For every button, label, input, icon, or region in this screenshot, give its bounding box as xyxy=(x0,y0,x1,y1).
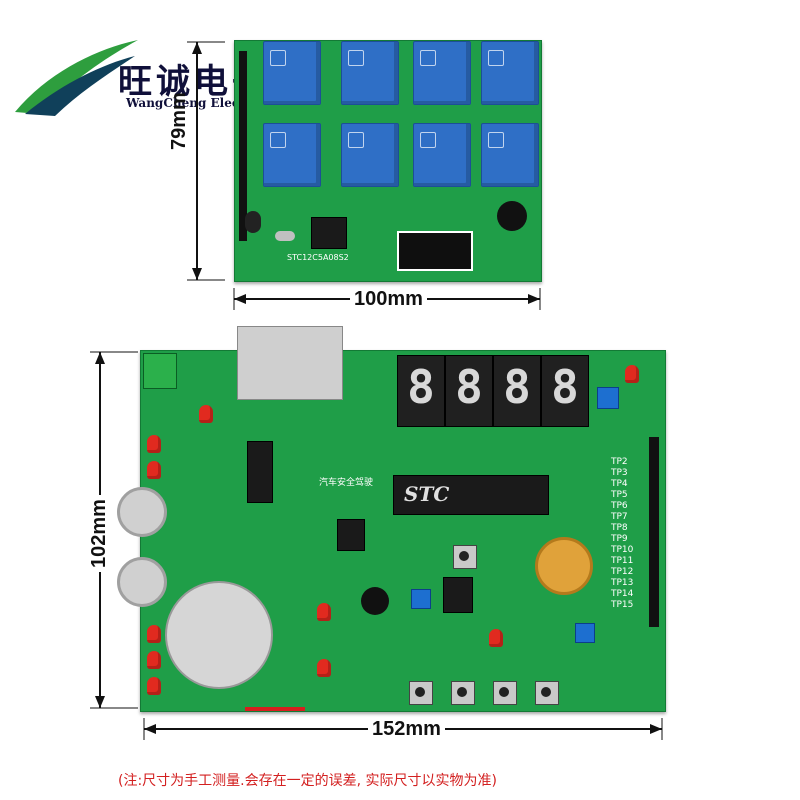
relay-3 xyxy=(413,41,471,105)
testpoint-label: TP9 xyxy=(611,534,628,544)
led-5 xyxy=(317,603,331,621)
led-12 xyxy=(199,405,213,423)
ultrasonic-sensor-2 xyxy=(117,557,167,607)
digit-2-text: 8 xyxy=(455,360,483,414)
relay-7 xyxy=(413,123,471,187)
relay-6 xyxy=(341,123,399,187)
motor-wire xyxy=(245,707,305,711)
push-button-s4[interactable] xyxy=(493,681,517,705)
led-10 xyxy=(147,461,161,479)
main-mcu-chip: STC xyxy=(393,475,549,515)
swoosh-icon xyxy=(15,40,138,116)
seven-segment-digit-2: 8 xyxy=(445,355,493,427)
bottom-pcb-board: 8 8 8 8 STC 汽车安全驾驶 TP2 TP3 TP4 TP5 TP6 T… xyxy=(117,326,666,712)
push-button-s2[interactable] xyxy=(409,681,433,705)
wifi-module xyxy=(397,231,473,271)
mcu-chip xyxy=(311,217,347,249)
right-pin-header xyxy=(649,437,659,627)
testpoint-label: TP11 xyxy=(611,556,634,566)
relay-2 xyxy=(341,41,399,105)
digit-3-text: 8 xyxy=(503,360,531,414)
seven-segment-digit-1: 8 xyxy=(397,355,445,427)
testpoint-label: TP14 xyxy=(611,589,634,599)
mcu-logo: STC xyxy=(404,482,450,506)
ultrasonic-sensor-1 xyxy=(117,487,167,537)
seven-segment-digit-4: 8 xyxy=(541,355,589,427)
led-8 xyxy=(147,651,161,669)
testpoint-label: TP2 xyxy=(611,457,628,467)
heatsink xyxy=(237,326,343,400)
top-width-label: 100mm xyxy=(350,288,427,311)
testpoint-label: TP15 xyxy=(611,600,634,610)
led-4 xyxy=(489,629,503,647)
testpoint-label: TP13 xyxy=(611,578,634,588)
led-11 xyxy=(147,435,161,453)
push-button-s3[interactable] xyxy=(451,681,475,705)
relay-4 xyxy=(481,41,539,105)
testpoint-label: TP6 xyxy=(611,501,628,511)
seven-segment-digit-3: 8 xyxy=(493,355,541,427)
ic-dip-left xyxy=(247,441,273,503)
top-pcb-board: STC12C5A08S2 xyxy=(234,40,542,282)
pin-header xyxy=(239,51,247,241)
testpoint-label: TP3 xyxy=(611,468,628,478)
mcu-label: STC12C5A08S2 xyxy=(287,253,349,262)
push-button-s5[interactable] xyxy=(535,681,559,705)
relay-1 xyxy=(263,41,321,105)
crystal xyxy=(275,231,295,241)
ic-9 xyxy=(443,577,473,613)
led-9 xyxy=(147,625,161,643)
bottom-width-label: 152mm xyxy=(368,718,445,741)
top-height-dimension xyxy=(187,41,225,281)
measurement-footnote: (注:尺寸为手工测量.会存在一定的误差, 实际尺寸以实物为准) xyxy=(118,773,497,789)
potentiometer-1 xyxy=(597,387,619,409)
terminal-block xyxy=(143,353,177,389)
gas-sensor-mq3 xyxy=(535,537,593,595)
digit-1-text: 8 xyxy=(407,360,435,414)
top-height-label: 79mm xyxy=(168,92,190,150)
testpoint-label: TP4 xyxy=(611,479,628,489)
capacitor xyxy=(245,211,261,233)
testpoint-label: TP10 xyxy=(611,545,634,555)
board-title: 汽车安全驾驶 xyxy=(319,478,374,488)
potentiometer-2 xyxy=(411,589,431,609)
led-6 xyxy=(317,659,331,677)
buzzer xyxy=(497,201,527,231)
bottom-height-label: 102mm xyxy=(88,495,111,572)
motor-fan xyxy=(165,581,273,689)
ic-12 xyxy=(337,519,365,551)
testpoint-label: TP8 xyxy=(611,523,628,533)
relay-5 xyxy=(263,123,321,187)
testpoint-label: TP12 xyxy=(611,567,634,577)
push-button-s1[interactable] xyxy=(453,545,477,569)
potentiometer-3 xyxy=(575,623,595,643)
testpoint-label: TP7 xyxy=(611,512,628,522)
digit-4-text: 8 xyxy=(551,360,579,414)
led-2 xyxy=(625,365,639,383)
testpoint-label: TP5 xyxy=(611,490,628,500)
led-7 xyxy=(147,677,161,695)
buzzer-bottom xyxy=(361,587,389,615)
relay-8 xyxy=(481,123,539,187)
